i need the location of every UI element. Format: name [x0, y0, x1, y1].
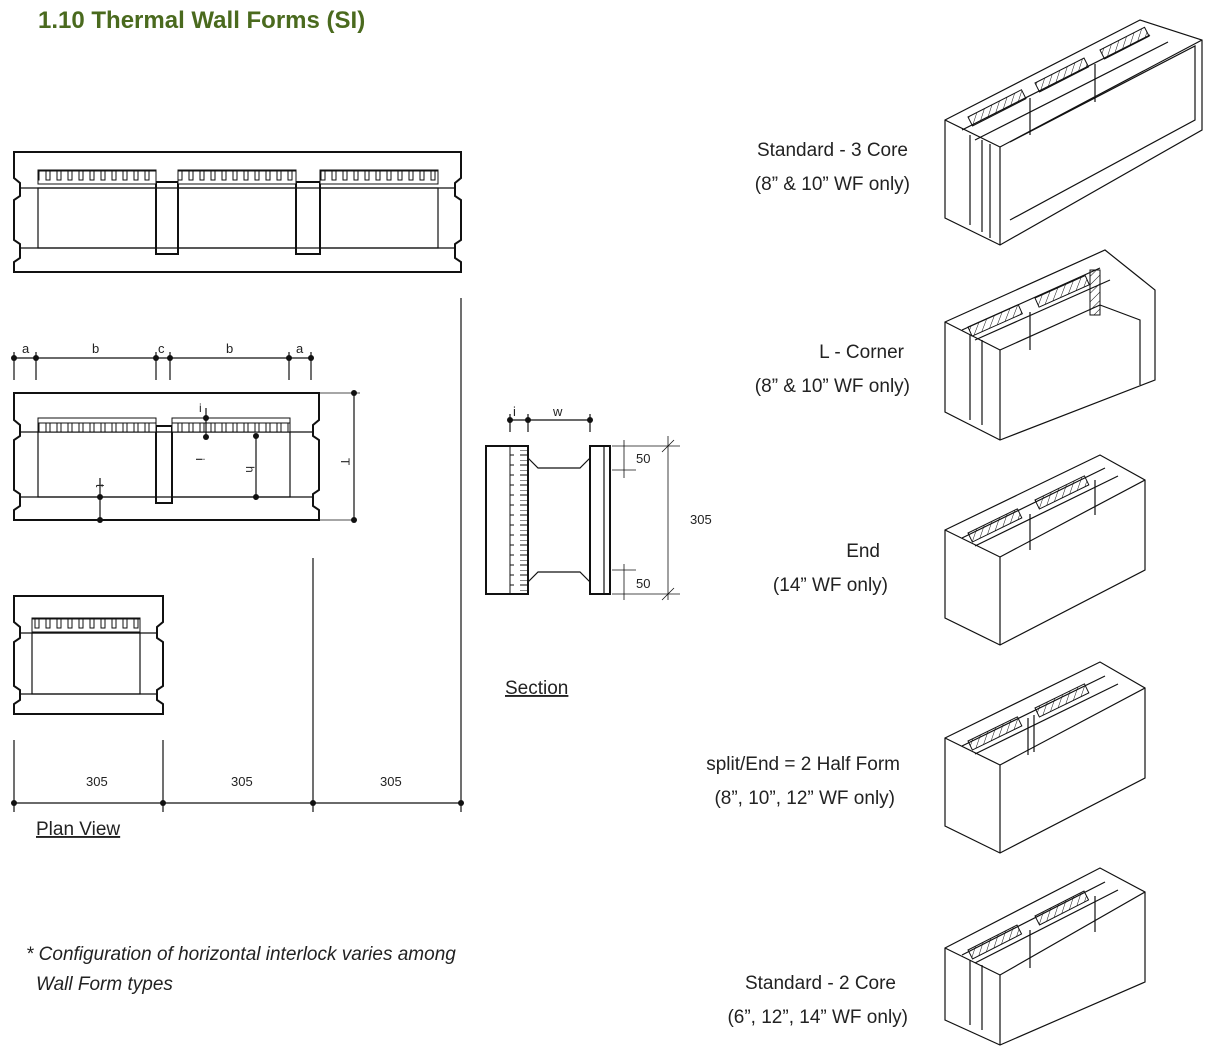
iso-l-corner: [944, 249, 1156, 441]
module-dim-1: 305: [86, 774, 108, 789]
plan-view-caption: Plan View: [36, 819, 120, 840]
inner-letter-i-top: i: [199, 401, 202, 415]
form-type-note-4: (8”, 10”, 12” WF only): [714, 788, 895, 809]
footnote-line-1: * Configuration of horizontal interlock …: [26, 944, 456, 965]
inner-letter-t: t: [93, 484, 107, 488]
dim-letter-b-right: b: [226, 341, 233, 356]
module-dim-3: 305: [380, 774, 402, 789]
form-type-note-3: (14” WF only): [773, 575, 888, 596]
form-type-name-4: split/End = 2 Half Form: [706, 754, 900, 775]
module-dim-2: 305: [231, 774, 253, 789]
dim-letter-c: c: [158, 341, 165, 356]
section-letter-i: i: [513, 404, 516, 419]
module-dimension-line: [11, 800, 464, 806]
form-type-note-1: (8” & 10” WF only): [755, 174, 910, 195]
section-caption: Section: [505, 678, 568, 699]
section-letter-w: w: [552, 404, 563, 419]
section-dim-bottom-50: 50: [636, 576, 650, 591]
iso-standard-2-core: [944, 867, 1146, 1046]
iso-split-end-form: [944, 661, 1146, 854]
dim-letter-a-left: a: [22, 341, 30, 356]
section-dim-top-50: 50: [636, 451, 650, 466]
form-type-note-5: (6”, 12”, 14” WF only): [727, 1007, 908, 1028]
page-title: 1.10 Thermal Wall Forms (SI): [38, 7, 365, 34]
plan-three-core-block: [13, 151, 462, 273]
section-drawing: [485, 414, 680, 601]
dim-letter-a-right: a: [296, 341, 304, 356]
form-type-name-2: L - Corner: [819, 342, 904, 363]
plan-half-block: [13, 595, 164, 715]
form-type-note-2: (8” & 10” WF only): [755, 376, 910, 397]
form-type-name-3: End: [846, 541, 880, 562]
footnote-line-2: Wall Form types: [36, 974, 173, 995]
iso-end-form: [944, 454, 1146, 646]
form-type-name-5: Standard - 2 Core: [745, 973, 896, 994]
plan-two-core-block: a b c b a i t i h T: [11, 341, 360, 523]
form-type-name-1: Standard - 3 Core: [757, 140, 908, 161]
iso-standard-3-core: [944, 19, 1203, 246]
section-dim-305: 305: [690, 512, 712, 527]
inner-letter-T: T: [338, 458, 352, 466]
inner-letter-h: h: [243, 466, 257, 473]
inner-letter-i-mid: i: [193, 458, 207, 461]
dim-letter-b-left: b: [92, 341, 99, 356]
